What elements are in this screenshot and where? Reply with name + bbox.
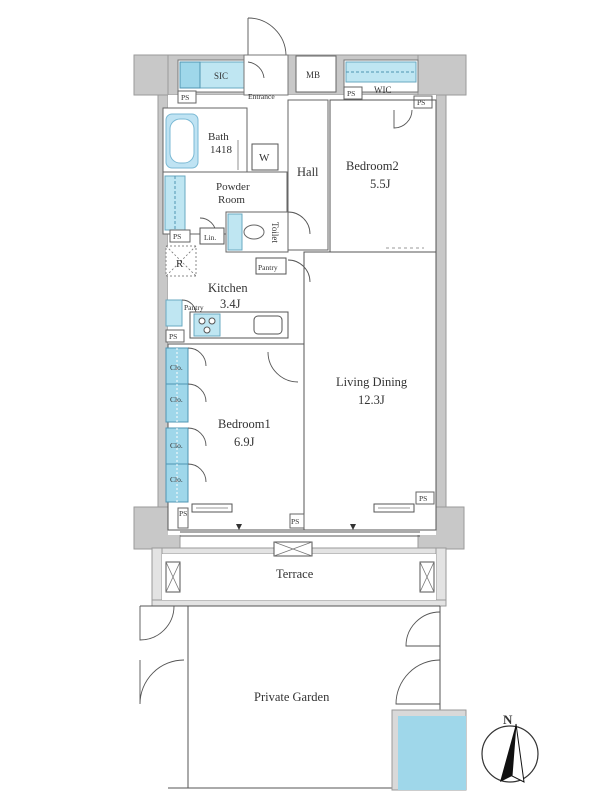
closet-label: Clo.: [170, 475, 183, 484]
bath-label: Bath: [208, 131, 229, 143]
ps-label: PS: [347, 89, 355, 98]
living-label: Living Dining: [336, 375, 408, 389]
private-garden: Private Garden: [139, 605, 467, 791]
north-label: N: [503, 712, 513, 727]
closet-label: Clo.: [170, 363, 183, 372]
terrace: Terrace: [165, 541, 435, 593]
ps-label: PS: [419, 494, 427, 503]
powder-label-1: Powder: [216, 181, 250, 193]
ps-label: PS: [181, 93, 189, 102]
top-strip: SIC Entrance MB WIC PS PS PS: [177, 17, 433, 109]
ps-label: PS: [169, 332, 177, 341]
bedroom2-size: 5.5J: [370, 177, 391, 191]
terrace-label: Terrace: [276, 567, 314, 581]
linen-label: Lin.: [204, 233, 216, 242]
sic-label: SIC: [214, 71, 228, 81]
ps-label: PS: [173, 232, 181, 241]
kitchen-size: 3.4J: [220, 297, 241, 311]
kitchen: R Pantry Kitchen 3.4J Pantry PS: [165, 245, 311, 343]
closet-label: Clo.: [170, 395, 183, 404]
closet-label: Clo.: [170, 441, 183, 450]
private-garden-label: Private Garden: [254, 690, 330, 704]
bedroom2-label: Bedroom2: [346, 159, 399, 173]
toilet-label: Toilet: [270, 222, 280, 243]
north-compass: N: [481, 712, 539, 783]
wic-label: WIC: [374, 85, 392, 95]
living-dining: Living Dining 12.3J PS: [303, 251, 437, 531]
bath-size: 1418: [210, 144, 233, 156]
mb-label: MB: [306, 70, 320, 80]
pantry-lower-label: Pantry: [184, 303, 204, 312]
hall-label: Hall: [297, 165, 319, 179]
bath: Bath 1418: [162, 107, 248, 173]
refrigerator-label: R: [176, 258, 184, 270]
entrance-label: Entrance: [248, 92, 275, 101]
toilet-room: Toilet: [225, 211, 311, 253]
living-size: 12.3J: [358, 393, 385, 407]
ps-label: PS: [179, 509, 187, 518]
ps-label: PS: [291, 517, 299, 526]
ps-label: PS: [417, 98, 425, 107]
kitchen-label: Kitchen: [208, 281, 248, 295]
bedroom1-size: 6.9J: [234, 435, 255, 449]
pantry-upper-label: Pantry: [258, 263, 278, 272]
bedroom1-label: Bedroom1: [218, 417, 271, 431]
washer-label: W: [259, 152, 270, 164]
powder-label-2: Room: [218, 194, 245, 206]
